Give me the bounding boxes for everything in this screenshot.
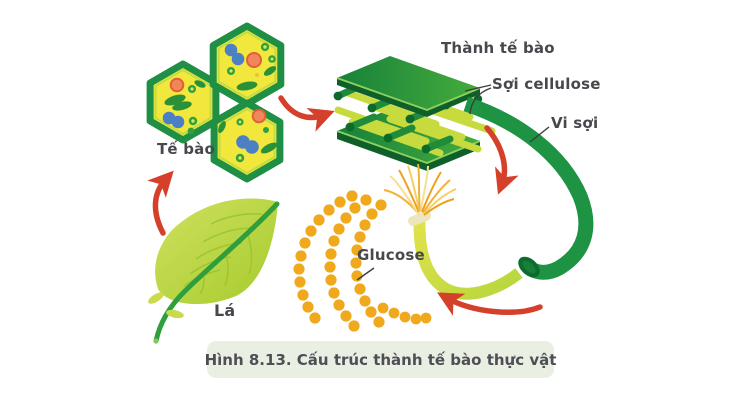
- label-cells: Tế bào: [157, 140, 215, 158]
- label-leaf: Lá: [214, 301, 236, 320]
- label-microfibril: Vi sợi: [551, 114, 599, 132]
- glucose-chain: [377, 302, 432, 325]
- label-cell-wall: Thành tế bào: [441, 39, 555, 57]
- frayed-fibers: [383, 163, 457, 216]
- cellulose-pointer-line: [469, 87, 492, 115]
- figure-caption: Hình 8.13. Cấu trúc thành tế bào thực vậ…: [205, 341, 556, 378]
- leaflet: [166, 309, 184, 319]
- plant-cells-illustration: [146, 22, 285, 183]
- plant-cell: [146, 60, 220, 144]
- arrow-wall-to-fibril: [484, 125, 519, 195]
- leaflet: [148, 292, 164, 304]
- arrow-cells-to-wall: [278, 95, 335, 132]
- label-cellulose-fiber: Sợi cellulose: [492, 75, 601, 93]
- label-glucose: Glucose: [357, 246, 425, 264]
- glucose-chains: [293, 190, 432, 332]
- tube-collar: [408, 211, 431, 226]
- plant-cell: [210, 99, 284, 183]
- glucose-pointer-line: [356, 267, 375, 281]
- microfibril-pointer-line: [529, 126, 550, 143]
- leaf-stem: [153, 201, 280, 344]
- microfibril-band: [463, 96, 594, 280]
- glucose-chain: [324, 194, 372, 332]
- glucose-chain: [293, 190, 358, 324]
- arrow-leaf-to-cells: [147, 170, 174, 236]
- cellulose-pointer-line: [464, 84, 492, 92]
- plant-cell: [209, 22, 285, 108]
- label-pointers: [356, 84, 550, 281]
- cell-wall-illustration: [333, 56, 496, 171]
- leaf-illustration: [148, 198, 280, 344]
- cellulose-tube: [383, 163, 523, 300]
- arrow-fibril-to-glucose: [437, 292, 543, 316]
